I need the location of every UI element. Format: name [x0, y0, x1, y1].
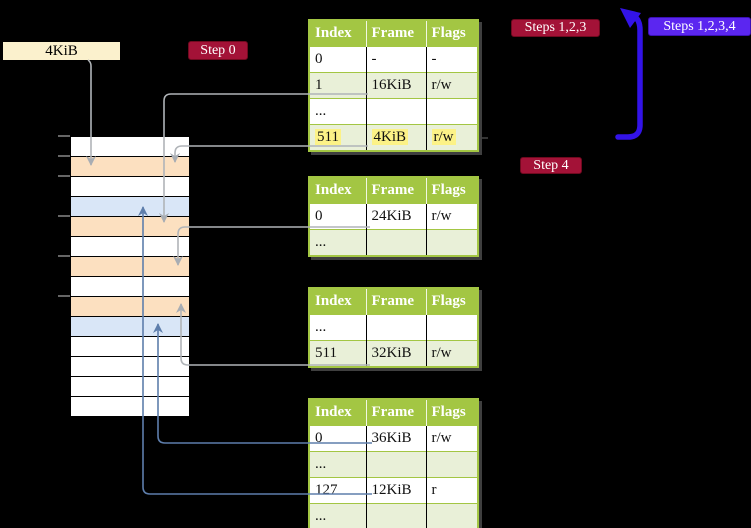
memory-frame-row-13 [71, 376, 189, 396]
col-header-index: Index [309, 177, 366, 204]
col-header-index: Index [309, 399, 366, 426]
memory-frame-row-7 [71, 256, 189, 276]
cell-frame: 24KiB [365, 203, 426, 230]
cell-index: 0 [309, 203, 366, 230]
cell-frame: 12KiB [365, 477, 426, 504]
col-header-frame: Frame [365, 288, 426, 315]
cell-flags: r [425, 477, 478, 504]
cell-index: ... [309, 314, 366, 341]
cell-flags: r/w [425, 340, 478, 367]
col-header-flags: Flags [425, 177, 478, 204]
highlight: 4KiB [371, 129, 409, 145]
cell-flags: r/w [425, 72, 478, 99]
cell-flags [425, 229, 478, 256]
cell-index: ... [309, 451, 366, 478]
memory-frame-row-3 [71, 176, 189, 196]
page-table-3: Index Frame Flags ... 511 32KiB r/w [308, 287, 479, 368]
cell-frame: 36KiB [365, 425, 426, 452]
cell-index: 1 [309, 72, 366, 99]
cell-index: 511 [309, 124, 366, 151]
table-row: ... [309, 229, 478, 256]
col-header-flags: Flags [425, 20, 478, 47]
memory-frame-row-10 [71, 316, 189, 336]
memory-tick-marks [58, 135, 70, 297]
page-table-2: Index Frame Flags 0 24KiB r/w ... [308, 176, 479, 257]
table-row: ... [309, 314, 478, 341]
col-header-index: Index [309, 20, 366, 47]
cell-flags: - [425, 46, 478, 73]
steps1234-label: Steps 1,2,3,4 [648, 17, 751, 36]
table-row: 511 32KiB r/w [309, 340, 478, 367]
cell-flags: r/w [425, 203, 478, 230]
table-row: 0 24KiB r/w [309, 203, 478, 230]
memory-frame-row-9 [71, 296, 189, 316]
memory-address-label: 4KiB [3, 42, 120, 60]
cell-flags [425, 451, 478, 478]
table-row-highlighted: 511 4KiB r/w [309, 124, 478, 151]
cell-index: 127 [309, 477, 366, 504]
memory-frame-row-8 [71, 276, 189, 296]
cell-flags [425, 314, 478, 341]
steps123-label: Steps 1,2,3 [511, 19, 600, 37]
page-table-4: Index Frame Flags 0 36KiB r/w ... 127 12… [308, 398, 479, 528]
table-header-row: Index Frame Flags [309, 288, 478, 315]
memory-frame-row-5 [71, 216, 189, 236]
memory-frame-row-2 [71, 156, 189, 176]
table-header-row: Index Frame Flags [309, 20, 478, 47]
cell-frame [365, 98, 426, 125]
memory-frame-row-1 [71, 137, 189, 156]
memory-frame-row-12 [71, 356, 189, 376]
cell-frame: 4KiB [365, 124, 426, 151]
highlight: r/w [431, 129, 456, 145]
cell-frame [365, 451, 426, 478]
col-header-flags: Flags [425, 399, 478, 426]
cell-frame: 32KiB [365, 340, 426, 367]
cell-index: 0 [309, 425, 366, 452]
table-header-row: Index Frame Flags [309, 177, 478, 204]
cell-frame [365, 314, 426, 341]
step4-label: Step 4 [520, 157, 582, 174]
col-header-frame: Frame [365, 177, 426, 204]
cell-frame: 16KiB [365, 72, 426, 99]
table-row: 0 36KiB r/w [309, 425, 478, 452]
cell-flags [425, 503, 478, 528]
recursion-arrow-icon [615, 8, 643, 140]
cell-flags [425, 98, 478, 125]
col-header-frame: Frame [365, 20, 426, 47]
cell-frame [365, 229, 426, 256]
highlight: 511 [315, 129, 341, 145]
cell-flags: r/w [425, 124, 478, 151]
step0-label: Step 0 [188, 41, 248, 60]
page-table-1: Index Frame Flags 0 - - 1 16KiB r/w ... … [308, 19, 479, 152]
cell-frame [365, 503, 426, 528]
col-header-index: Index [309, 288, 366, 315]
cell-index: 511 [309, 340, 366, 367]
col-header-flags: Flags [425, 288, 478, 315]
cell-frame: - [365, 46, 426, 73]
memory-frame-row-6 [71, 236, 189, 256]
cell-index: ... [309, 503, 366, 528]
table-row: 127 12KiB r [309, 477, 478, 504]
memory-frame-row-11 [71, 336, 189, 356]
table-header-row: Index Frame Flags [309, 399, 478, 426]
table-row: ... [309, 503, 478, 528]
cell-index: 0 [309, 46, 366, 73]
table-row: 0 - - [309, 46, 478, 73]
col-header-frame: Frame [365, 399, 426, 426]
cell-flags: r/w [425, 425, 478, 452]
table-row: ... [309, 98, 478, 125]
memory-frame-row-14 [71, 396, 189, 416]
cell-index: ... [309, 229, 366, 256]
cell-index: ... [309, 98, 366, 125]
table-row: ... [309, 451, 478, 478]
table-row: 1 16KiB r/w [309, 72, 478, 99]
physical-memory-stack [70, 136, 190, 417]
memory-frame-row-4 [71, 196, 189, 216]
